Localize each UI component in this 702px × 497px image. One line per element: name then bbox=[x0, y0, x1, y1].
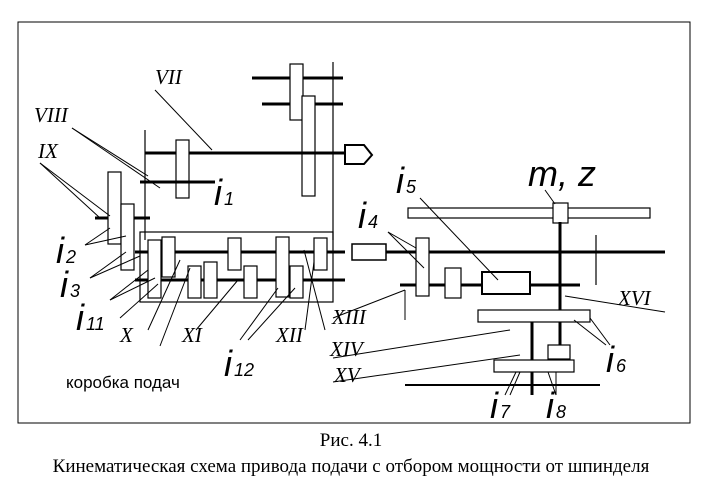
label-viii: VIII bbox=[34, 103, 69, 127]
leader-lines bbox=[39, 89, 666, 396]
gear-viii-1 bbox=[175, 139, 190, 199]
gear-mz bbox=[552, 202, 569, 224]
label-vii: VII bbox=[155, 65, 183, 89]
gear-xv-1 bbox=[493, 359, 575, 373]
figure-number: Рис. 4.1 bbox=[319, 430, 383, 451]
coupling bbox=[351, 243, 387, 261]
gear-x-2 bbox=[161, 236, 176, 278]
label-ix: IX bbox=[37, 139, 59, 163]
figure-caption: Кинематическая схема привода подачи с от… bbox=[52, 456, 650, 477]
label-xi: XI bbox=[181, 323, 203, 347]
frame bbox=[17, 21, 691, 424]
bevel-end bbox=[344, 144, 374, 165]
clutch bbox=[444, 267, 462, 299]
gear-x-4 bbox=[203, 261, 218, 299]
worm-gear bbox=[481, 271, 531, 295]
feed-box bbox=[139, 231, 334, 303]
gear-xv-2 bbox=[547, 344, 571, 360]
label-xiii: XIII bbox=[331, 305, 367, 329]
gear-vii-1 bbox=[289, 63, 304, 121]
label-x: X bbox=[119, 323, 134, 347]
label-xii: XII bbox=[275, 323, 304, 347]
label-gearbox: коробка подач bbox=[66, 373, 180, 392]
gear-xiv-1 bbox=[477, 309, 591, 323]
gear-x-3 bbox=[187, 265, 202, 299]
label-module: m, z bbox=[528, 153, 596, 194]
gear-xi-2 bbox=[243, 265, 258, 299]
gear-ix-1 bbox=[107, 171, 122, 245]
label-xiv: XIV bbox=[329, 337, 365, 361]
gear-xii-2 bbox=[289, 265, 304, 299]
gear-xi-1 bbox=[227, 237, 242, 271]
label-xv: XV bbox=[333, 363, 362, 387]
spindle-rail bbox=[407, 207, 651, 219]
gear-vii-2 bbox=[301, 95, 316, 197]
gear-xii-1 bbox=[275, 236, 290, 298]
label-xvi: XVI bbox=[617, 286, 652, 310]
gear-x-1 bbox=[147, 239, 162, 299]
gear-xii-3 bbox=[313, 237, 328, 271]
